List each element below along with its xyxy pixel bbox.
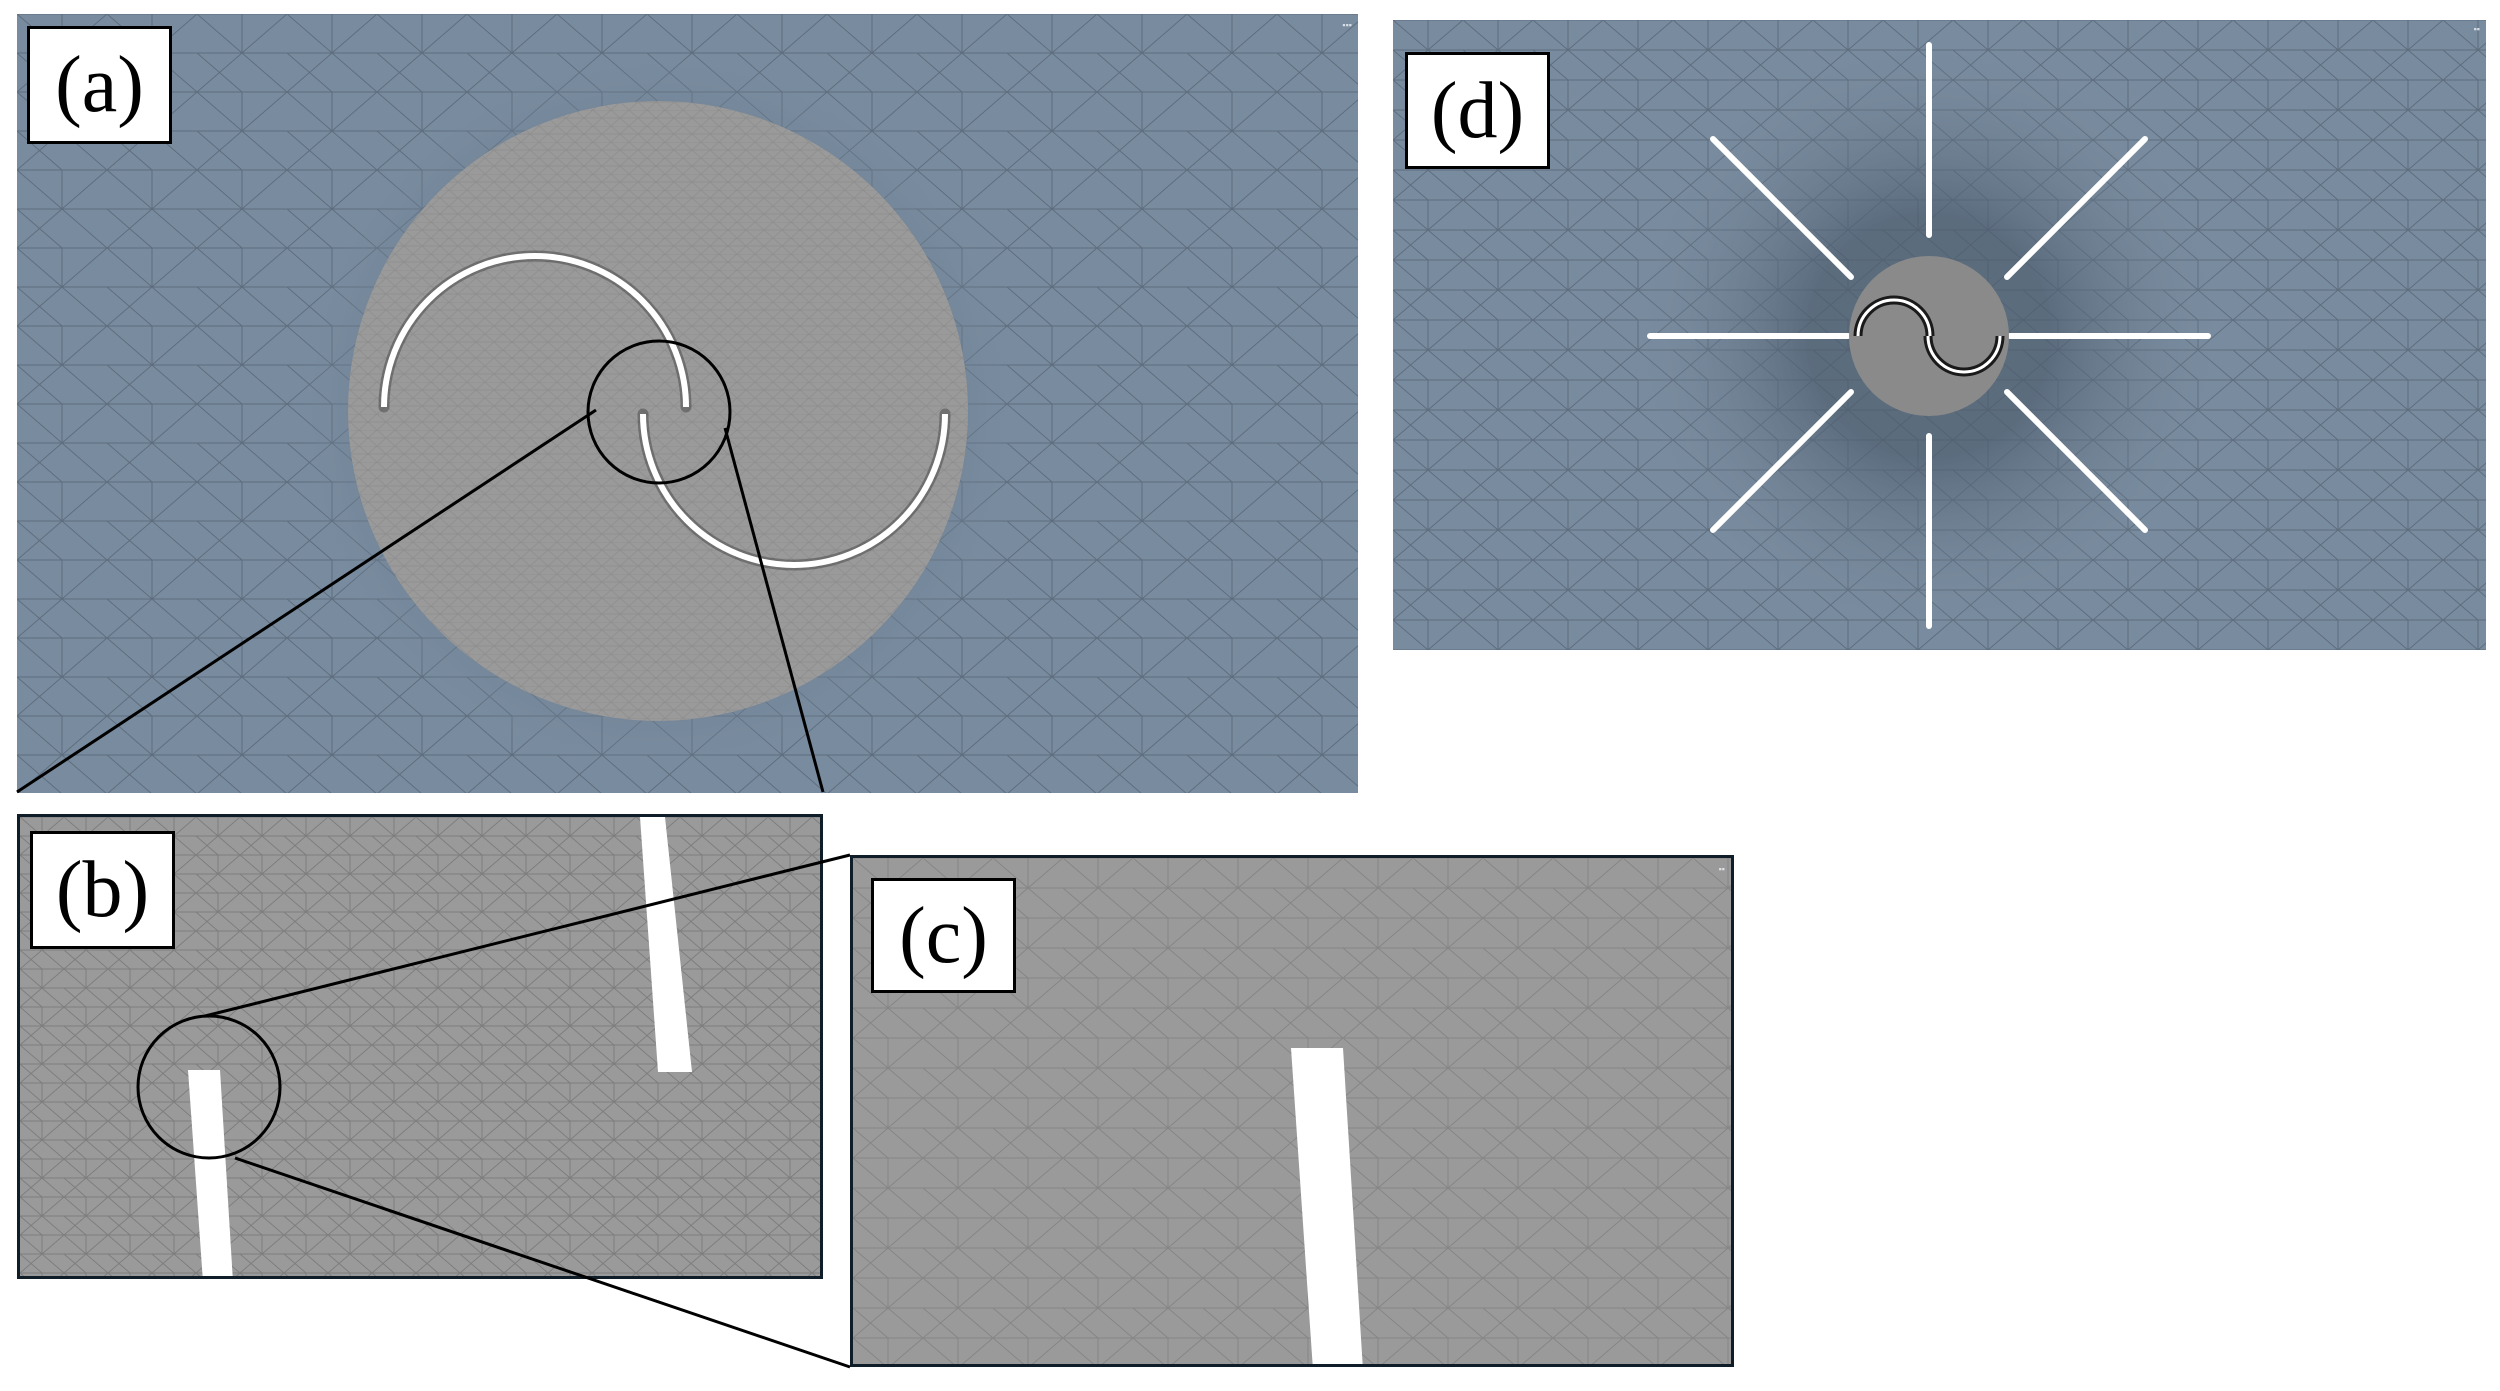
vane-southeast bbox=[2004, 389, 2148, 533]
rotor-blade-lower-d bbox=[1926, 335, 2002, 374]
rotor-blade-upper-d bbox=[1856, 298, 1932, 337]
panel-d-graphic bbox=[1393, 20, 2486, 650]
panel-b-label: (b) bbox=[30, 831, 175, 949]
vane-northeast bbox=[2004, 136, 2148, 280]
stator-guide-vanes bbox=[1647, 42, 2211, 629]
panel-c-zoom-level-2: ▪▪ (c) bbox=[850, 855, 1734, 1367]
watermark-a: ▪▪▪ bbox=[1342, 20, 1352, 30]
panel-c-label: (c) bbox=[871, 878, 1016, 993]
vane-southwest bbox=[1710, 389, 1854, 533]
panel-d-stator-rotor-mesh: ▪▪ (d) bbox=[1393, 20, 2486, 650]
savonius-blade-upper bbox=[381, 253, 689, 408]
watermark-d: ▪▪ bbox=[2473, 24, 2480, 34]
panel-d-label: (d) bbox=[1405, 52, 1550, 169]
panel-a-label: (a) bbox=[27, 26, 172, 144]
watermark-c: ▪▪ bbox=[1718, 864, 1725, 874]
panel-b-zoom-level-1: (b) bbox=[17, 814, 823, 1279]
vane-northwest bbox=[1710, 136, 1854, 280]
panel-a-graphic bbox=[17, 14, 1358, 793]
panel-a-mesh-overview: ▪▪▪ (a) bbox=[17, 14, 1358, 793]
blade-tip bbox=[1291, 1048, 1363, 1364]
